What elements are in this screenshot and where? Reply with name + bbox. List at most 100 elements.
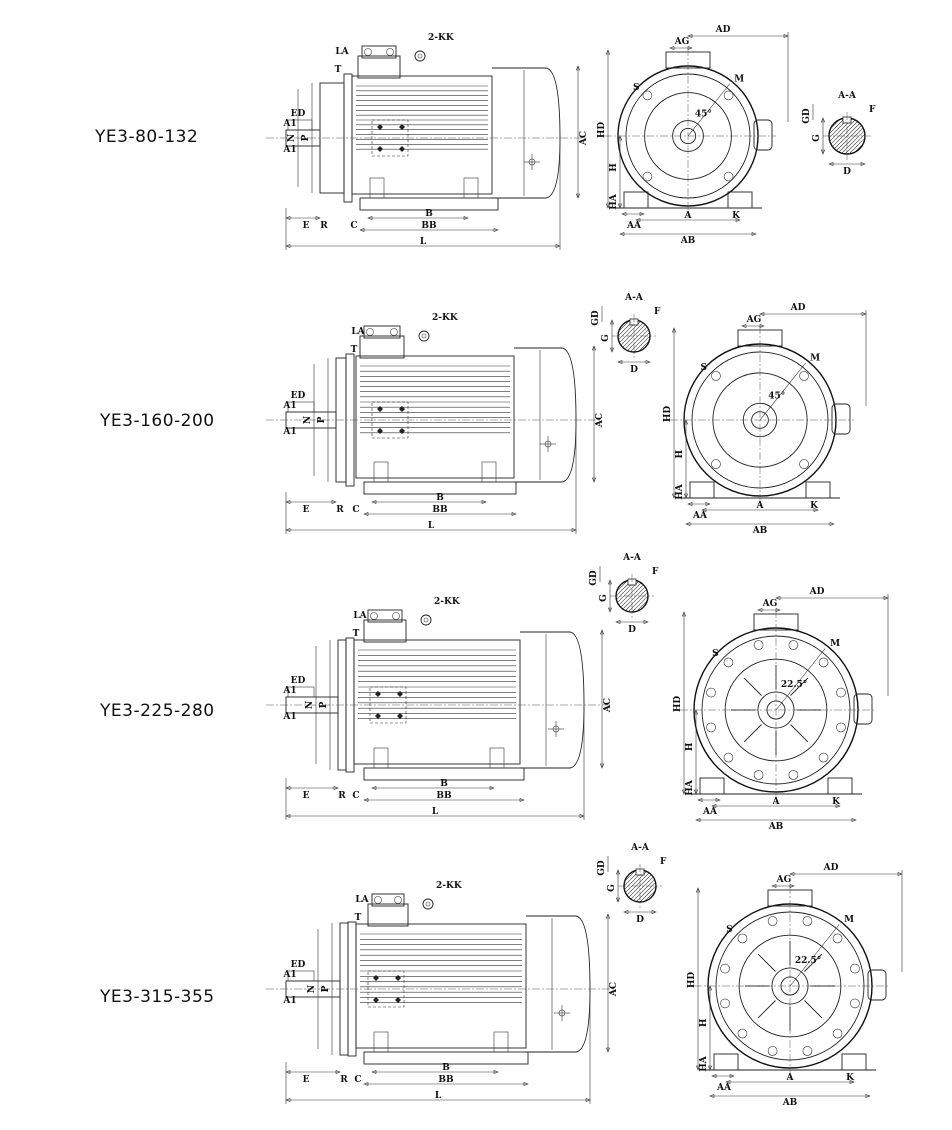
label-e: E (303, 1075, 310, 1085)
label-a1-top: A1 (282, 119, 296, 129)
label-la: LA (351, 327, 365, 337)
label-gd: GD (802, 108, 812, 124)
label-ha: HA (685, 779, 695, 796)
label-p: P (317, 416, 327, 423)
label-h: H (699, 1018, 709, 1027)
label-m: M (810, 354, 820, 364)
label-ad: AD (790, 303, 806, 313)
label-ad: AD (823, 863, 839, 873)
label-section-title: A-A (624, 293, 644, 303)
label-c: C (354, 1075, 361, 1085)
label-ab: AB (752, 526, 768, 536)
label-a: A (772, 797, 781, 807)
label-f: F (660, 857, 667, 867)
model-label: YE3-225-280 (99, 701, 215, 721)
label-la: LA (355, 895, 369, 905)
label-ac: AC (579, 131, 589, 146)
label-l: L (428, 521, 435, 531)
label-t: T (351, 345, 358, 355)
label-ad: AD (715, 25, 731, 35)
label-n: N (305, 701, 315, 709)
label-ag: AG (674, 37, 690, 47)
label-bb: BB (436, 791, 452, 801)
label-p: P (301, 134, 311, 141)
label-a1-top: A1 (282, 686, 296, 696)
label-ha: HA (675, 483, 685, 500)
label-hd: HD (663, 406, 673, 423)
label-hd: HD (687, 972, 697, 989)
label-l: L (435, 1091, 442, 1101)
label-hd: HD (597, 122, 607, 139)
label-aa: AA (692, 511, 708, 521)
label-gd: GD (589, 570, 599, 586)
label-h: H (685, 742, 695, 751)
label-d: D (843, 167, 851, 177)
label-angle: 45° (695, 109, 712, 119)
label-ag: AG (776, 875, 792, 885)
label-r: R (320, 221, 328, 231)
label-section-title: A-A (622, 553, 642, 563)
label-g: G (599, 594, 609, 602)
label-aa: AA (626, 221, 642, 231)
label-la: LA (353, 611, 367, 621)
label-a1-bottom: A1 (282, 427, 296, 437)
label-gd: GD (597, 860, 607, 876)
label-a1-bottom: A1 (282, 145, 296, 155)
label-h: H (675, 449, 685, 458)
label-ac: AC (609, 982, 619, 997)
label-ag: AG (746, 315, 762, 325)
label-a: A (786, 1073, 795, 1083)
label-s: S (712, 649, 719, 659)
label-s: S (633, 83, 640, 93)
label-2-kk: 2-KK (432, 313, 459, 323)
label-n: N (303, 416, 313, 424)
label-f: F (869, 105, 876, 115)
label-r: R (336, 505, 344, 515)
label-p: P (321, 985, 331, 992)
label-h: H (609, 163, 619, 172)
label-m: M (844, 915, 854, 925)
label-e: E (303, 221, 310, 231)
label-ab: AB (782, 1098, 798, 1108)
label-p: P (319, 701, 329, 708)
label-angle: 22.5° (781, 680, 807, 690)
label-g: G (607, 884, 617, 892)
label-f: F (652, 567, 659, 577)
label-b: B (436, 493, 444, 503)
label-bb: BB (421, 221, 437, 231)
label-t: T (353, 629, 360, 639)
label-t: T (335, 65, 342, 75)
label-2-kk: 2-KK (434, 597, 461, 607)
label-d: D (630, 365, 638, 375)
label-l: L (420, 237, 427, 247)
label-ad: AD (809, 587, 825, 597)
label-r: R (338, 791, 346, 801)
label-c: C (352, 791, 359, 801)
label-ab: AB (768, 822, 784, 832)
label-a1-top: A1 (282, 970, 296, 980)
label-k: K (732, 211, 741, 221)
model-label: YE3-315-355 (99, 987, 215, 1007)
label-2-kk: 2-KK (428, 33, 455, 43)
label-c: C (350, 221, 357, 231)
label-b: B (425, 209, 433, 219)
label-a: A (756, 501, 765, 511)
label-k: K (846, 1073, 855, 1083)
label-bb: BB (432, 505, 448, 515)
label-ha: HA (699, 1055, 709, 1072)
label-f: F (654, 307, 661, 317)
label-ed: ED (291, 109, 306, 119)
label-a: A (684, 211, 693, 221)
label-b: B (442, 1063, 450, 1073)
label-a1-bottom: A1 (282, 712, 296, 722)
label-c: C (352, 505, 359, 515)
